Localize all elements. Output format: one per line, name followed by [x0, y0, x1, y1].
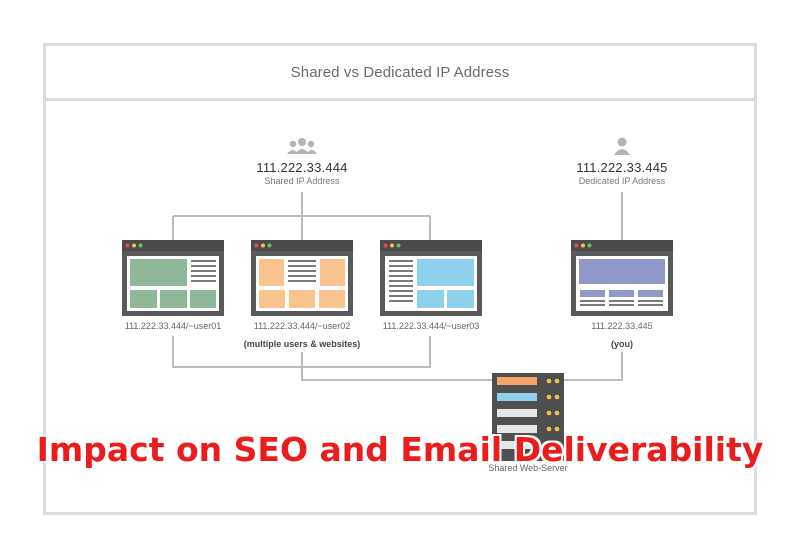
diagram-title: Shared vs Dedicated IP Address	[290, 63, 510, 81]
server-unit	[497, 393, 560, 401]
server-label: Shared Web-Server	[488, 463, 568, 473]
site-window-user01	[122, 240, 224, 316]
server-unit	[497, 377, 560, 385]
user-icon	[614, 137, 630, 155]
server-rack-icon	[492, 373, 564, 461]
diagram-header: Shared vs Dedicated IP Address	[46, 46, 754, 101]
dedicated-ip-caption: Dedicated IP Address	[578, 176, 666, 186]
shared-ip-value: 111.222.33.444	[256, 160, 348, 175]
shared-note: (multiple users & websites)	[243, 339, 361, 349]
server-unit	[497, 425, 560, 433]
site-label-user03: 111.222.33.444/~user03	[382, 321, 480, 331]
server-unit	[497, 409, 560, 417]
shared-ip-caption: Shared IP Address	[264, 176, 340, 186]
server-unit	[497, 441, 560, 449]
site-window-user02	[251, 240, 353, 316]
users-group-icon	[287, 138, 317, 154]
overlay-heading: Impact on SEO and Email Deliverability	[36, 430, 764, 469]
site-label-user02: 111.222.33.444/~user02	[253, 321, 351, 331]
site-label-dedicated: 111.222.33.445	[591, 321, 653, 331]
connector-lines	[172, 192, 623, 381]
dedicated-note: (you)	[611, 339, 633, 349]
dedicated-ip-value: 111.222.33.445	[576, 160, 668, 175]
site-label-user01: 111.222.33.444/~user01	[124, 321, 222, 331]
site-window-dedicated	[571, 240, 673, 316]
site-window-user03	[380, 240, 482, 316]
